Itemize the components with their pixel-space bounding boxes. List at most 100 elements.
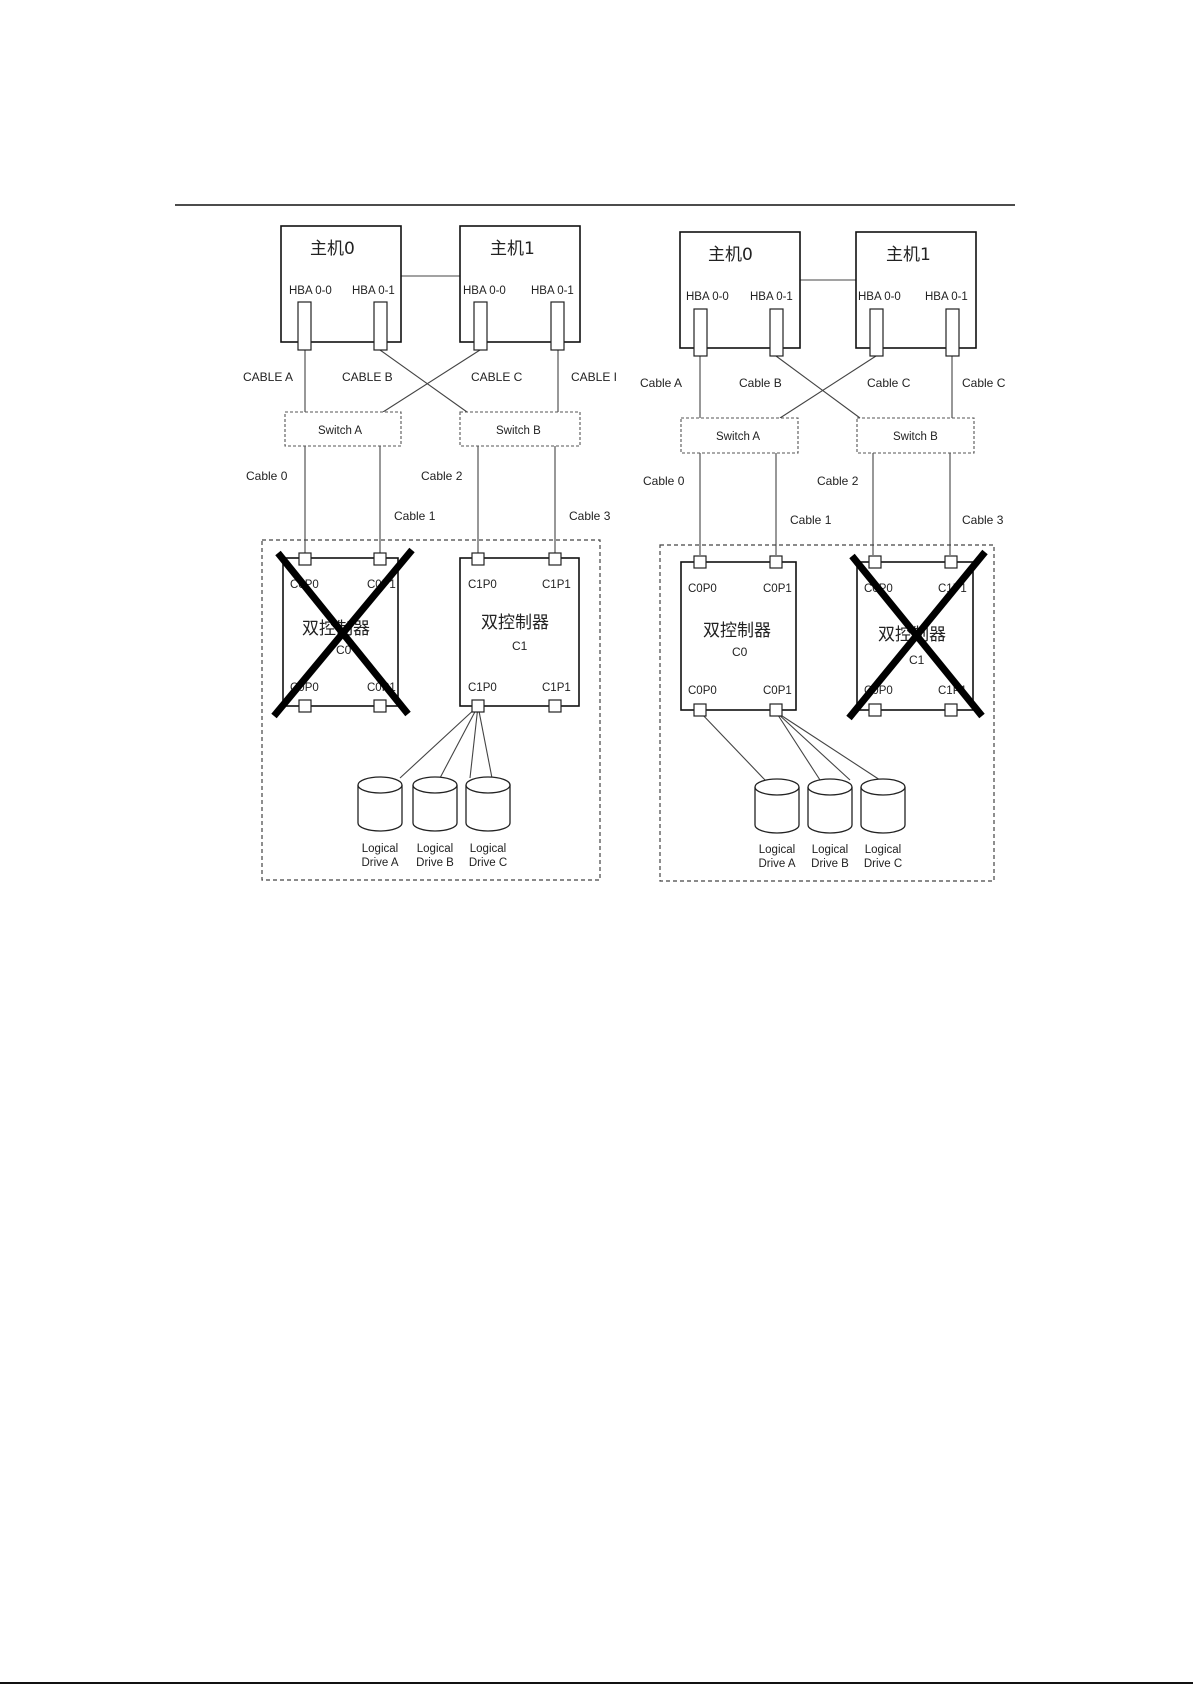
hba-port [473, 301, 488, 351]
controller-id: C0 [336, 643, 352, 657]
hba-label: HBA 0-1 [925, 291, 968, 303]
drive-label: Logical [417, 843, 453, 855]
drive-label: Drive C [864, 858, 902, 870]
drive-line [469, 705, 479, 779]
panel-left: 主机0 HBA 0-0 HBA 0-1 主机1 HBA 0-0 HBA 0-1 … [243, 225, 617, 881]
controller-c0: C0P0 C0P1 C0P0 C0P1 双控制器 C0 [680, 555, 797, 717]
logical-drive-c: Logical Drive C [860, 778, 906, 870]
controller-c1: C0P0 C1P1 C0P0 C1P1 双控制器 C1 [846, 549, 988, 721]
host-title: 主机1 [886, 245, 931, 265]
host-title: 主机0 [708, 245, 753, 265]
port-label: C0P0 [688, 685, 717, 697]
controller-port [373, 699, 387, 713]
drive-label: Logical [865, 844, 901, 856]
controller-port [944, 703, 958, 717]
host-0: 主机0 HBA 0-0 HBA 0-1 [679, 231, 801, 357]
controller-port [373, 552, 387, 566]
drive-line [775, 711, 881, 781]
logical-drive-b: Logical Drive B [807, 778, 853, 870]
drive-line [477, 705, 493, 779]
drive-label: Drive B [416, 857, 454, 869]
hba-label: HBA 0-1 [750, 291, 793, 303]
port-label: C0P1 [763, 685, 792, 697]
cable-label: Cable C [962, 376, 1006, 390]
controller-port [868, 555, 882, 569]
drive-label: Logical [812, 844, 848, 856]
hba-label: HBA 0-1 [531, 285, 574, 297]
cable-label: Cable 2 [817, 474, 859, 488]
controller-id: C1 [909, 653, 925, 667]
controller-id: C1 [512, 639, 528, 653]
logical-drive-a: Logical Drive A [754, 778, 800, 870]
controller-port [471, 552, 485, 566]
hba-label: HBA 0-0 [463, 285, 506, 297]
controller-port [298, 552, 312, 566]
logical-drive-b: Logical Drive B [412, 776, 458, 869]
cable-label: CABLE C [471, 370, 523, 384]
cable-label: Cable 3 [569, 509, 611, 523]
storage-enclosure [261, 539, 601, 881]
controller-port [769, 555, 783, 569]
switch-b [459, 411, 581, 447]
cable-label: Cable 1 [790, 513, 832, 527]
controller-port [769, 703, 783, 717]
cable-label: CABLE B [342, 370, 393, 384]
controller-name: 双控制器 [703, 621, 771, 641]
controller-port [693, 703, 707, 717]
switch-label: Switch B [893, 431, 938, 443]
switch-label: Switch A [716, 431, 760, 443]
hba-label: HBA 0-1 [352, 285, 395, 297]
controller-port [944, 555, 958, 569]
host-1: 主机1 HBA 0-0 HBA 0-1 [459, 225, 581, 351]
cable-label: CABLE A [243, 370, 293, 384]
controller-port [868, 703, 882, 717]
cable-line [379, 349, 468, 413]
port-label: C1P0 [468, 682, 497, 694]
drive-line [699, 711, 766, 781]
hba-port [869, 308, 884, 357]
hba-port [769, 308, 784, 357]
drive-label: Drive A [758, 858, 795, 870]
failed-x-mark [271, 547, 415, 719]
storage-enclosure [659, 544, 995, 882]
switch-a [284, 411, 402, 447]
logical-drive-a: Logical Drive A [357, 776, 403, 869]
controller-id: C0 [732, 645, 748, 659]
host-title: 主机1 [490, 239, 535, 259]
switch-label: Switch A [318, 425, 362, 437]
drive-label: Drive C [469, 857, 507, 869]
hba-port [945, 308, 960, 357]
port-label: C0P0 [688, 583, 717, 595]
hba-port [373, 301, 388, 351]
port-label: C1P0 [468, 579, 497, 591]
host-0: 主机0 HBA 0-0 HBA 0-1 [280, 225, 402, 351]
controller-c0: C0P0 C0P1 C0P0 C0P1 双控制器 C0 [271, 547, 415, 719]
cable-line [779, 355, 877, 419]
controller-port [298, 699, 312, 713]
switch-label: Switch B [496, 425, 541, 437]
host-1: 主机1 HBA 0-0 HBA 0-1 [855, 231, 977, 357]
drive-line [775, 711, 851, 781]
controller-c1: C1P0 C1P1 C1P0 C1P1 双控制器 C1 [459, 552, 580, 713]
controller-port [548, 552, 562, 566]
cable-label: CABLE I [571, 370, 617, 384]
controller-port [471, 699, 485, 713]
controller-name: 双控制器 [481, 613, 549, 633]
host-title: 主机0 [310, 239, 355, 259]
hba-port [693, 308, 708, 357]
drive-label: Logical [362, 843, 398, 855]
cable-label: Cable 0 [643, 474, 685, 488]
port-label: C1P1 [542, 682, 571, 694]
cable-line [775, 355, 861, 419]
cable-label: Cable B [739, 376, 782, 390]
controller-port [693, 555, 707, 569]
panel-right: 主机0 HBA 0-0 HBA 0-1 主机1 HBA 0-0 HBA 0-1 … [640, 231, 1006, 882]
drive-label: Drive A [361, 857, 398, 869]
drive-line [399, 705, 479, 779]
switch-a [680, 417, 799, 454]
cable-label: Cable 0 [246, 469, 288, 483]
port-label: C1P1 [542, 579, 571, 591]
cable-label: Cable 1 [394, 509, 436, 523]
